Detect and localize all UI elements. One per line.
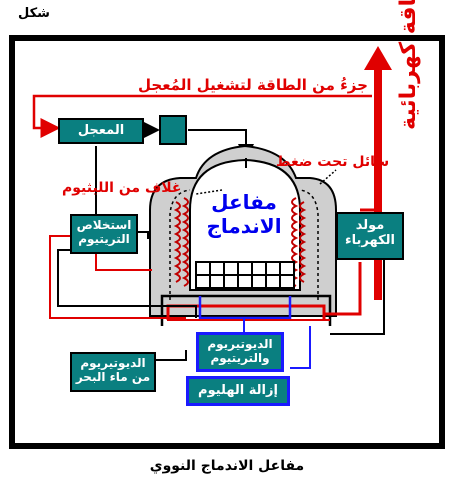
- helium-removal-label: إزالة الهليوم: [198, 383, 278, 398]
- seawater-deuterium-box: الديوتيريوم من ماء البحر: [70, 352, 156, 392]
- grid-bars: [196, 262, 294, 288]
- lithium-shell-dashes: [169, 189, 191, 300]
- coolant-loop-red: [324, 262, 362, 316]
- accelerator-label: المعجل: [77, 123, 125, 138]
- black-loop-pipe: [160, 294, 332, 326]
- accelerator-box: المعجل: [58, 118, 144, 144]
- seawater-deuterium-line2: من ماء البحر: [75, 369, 151, 384]
- electric-power-label: طاقة كهربائية: [396, 0, 421, 130]
- accelerator-power-line: [32, 94, 372, 138]
- generator-box: مولد الكهرباء: [336, 212, 404, 260]
- seawater-deuterium-line1: الديوتيريوم: [80, 356, 146, 370]
- deuterium-tritium-line2: والتريتيوم: [210, 350, 270, 365]
- power-output-arrowhead: [364, 46, 392, 70]
- tritium-extraction-line1: استخلاص: [76, 218, 132, 232]
- outer-frame: [9, 35, 445, 449]
- injector-box: [159, 115, 187, 145]
- figure-caption: مفاعل الاندماج النووي: [149, 458, 305, 474]
- accelerator-share-label: جزءُ من الطاقة لتشغيل المُعجل: [138, 76, 368, 94]
- tritium-extraction-box: استخلاص التريتيوم: [70, 214, 138, 254]
- helium-removal-box: إزالة الهليوم: [186, 376, 290, 406]
- coil-left: [173, 197, 189, 287]
- generator-line1: مولد: [355, 218, 385, 233]
- extraction-to-dt: [57, 249, 197, 318]
- reactor-title-line1: مفاعل: [211, 190, 277, 214]
- lithium-pointer: [195, 189, 223, 195]
- lithium-shell-label: غلاف من الليثيوم: [62, 180, 182, 196]
- deuterium-tritium-line1: الديوتيريوم: [207, 337, 273, 351]
- helium-loop: [290, 326, 311, 369]
- lithium-to-extraction: [138, 231, 150, 239]
- reactor-title-line2: الاندماج: [206, 214, 282, 238]
- tritium-extraction-line2: التريتيوم: [78, 231, 130, 246]
- extraction-red-loop: [95, 254, 152, 271]
- deuterium-tritium-box: الديوتيريوم والتريتيوم: [196, 332, 284, 372]
- red-left-loop: [49, 235, 186, 319]
- pressurized-fluid-label: سائل تحت ضغط: [276, 154, 390, 170]
- generator-line2: الكهرباء: [345, 232, 395, 248]
- reactor-title: مفاعل الاندماج: [196, 190, 292, 238]
- generator-return-line: [330, 260, 385, 335]
- seawater-to-dt: [156, 350, 187, 361]
- figure-label: شكل: [18, 6, 50, 21]
- fluid-pointer: [319, 169, 337, 185]
